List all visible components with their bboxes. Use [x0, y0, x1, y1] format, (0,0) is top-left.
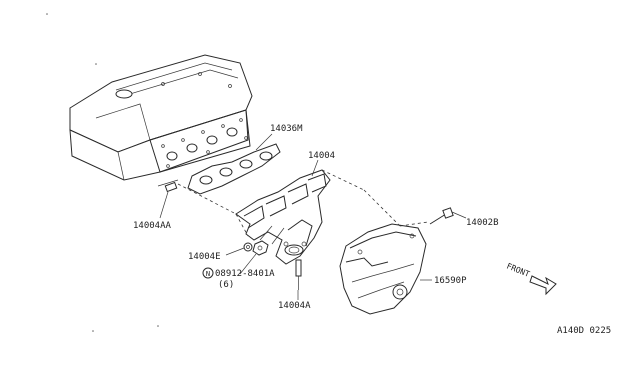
exhaust-stud-14004aa	[157, 179, 237, 215]
label-14036m: 14036M	[270, 124, 303, 134]
bolt-callout: N 08912-8401A (6)	[202, 267, 275, 290]
manifold-nut-08912-8401a	[252, 240, 269, 256]
label-14004aa: 14004AA	[133, 221, 172, 231]
label-14002b: 14002B	[466, 218, 499, 228]
label-14004: 14004	[308, 151, 335, 161]
diagram-code: A140D 0225	[557, 326, 611, 336]
exhaust-manifold-gasket	[187, 143, 281, 195]
leader-lines	[159, 133, 432, 300]
front-direction-indicator: FRONT	[505, 262, 557, 296]
exhaust-manifold	[235, 169, 331, 265]
assembly-dashed-lines	[235, 169, 429, 237]
label-14004a: 14004A	[278, 301, 311, 311]
front-arrow-icon	[529, 275, 557, 296]
callout-part-number: 08912-8401A	[215, 269, 275, 279]
callout-symbol: N	[206, 270, 210, 278]
front-label: FRONT	[505, 262, 531, 279]
engine-cylinder-head	[69, 54, 253, 181]
stud-14004a	[295, 259, 302, 290]
label-16590p: 16590P	[434, 276, 467, 286]
bolt-14002b	[429, 207, 467, 225]
heat-insulator-16590p	[339, 223, 427, 315]
exhaust-stud-14004e	[243, 242, 253, 252]
label-14004e: 14004E	[188, 252, 221, 262]
callout-quantity: (6)	[218, 280, 234, 290]
